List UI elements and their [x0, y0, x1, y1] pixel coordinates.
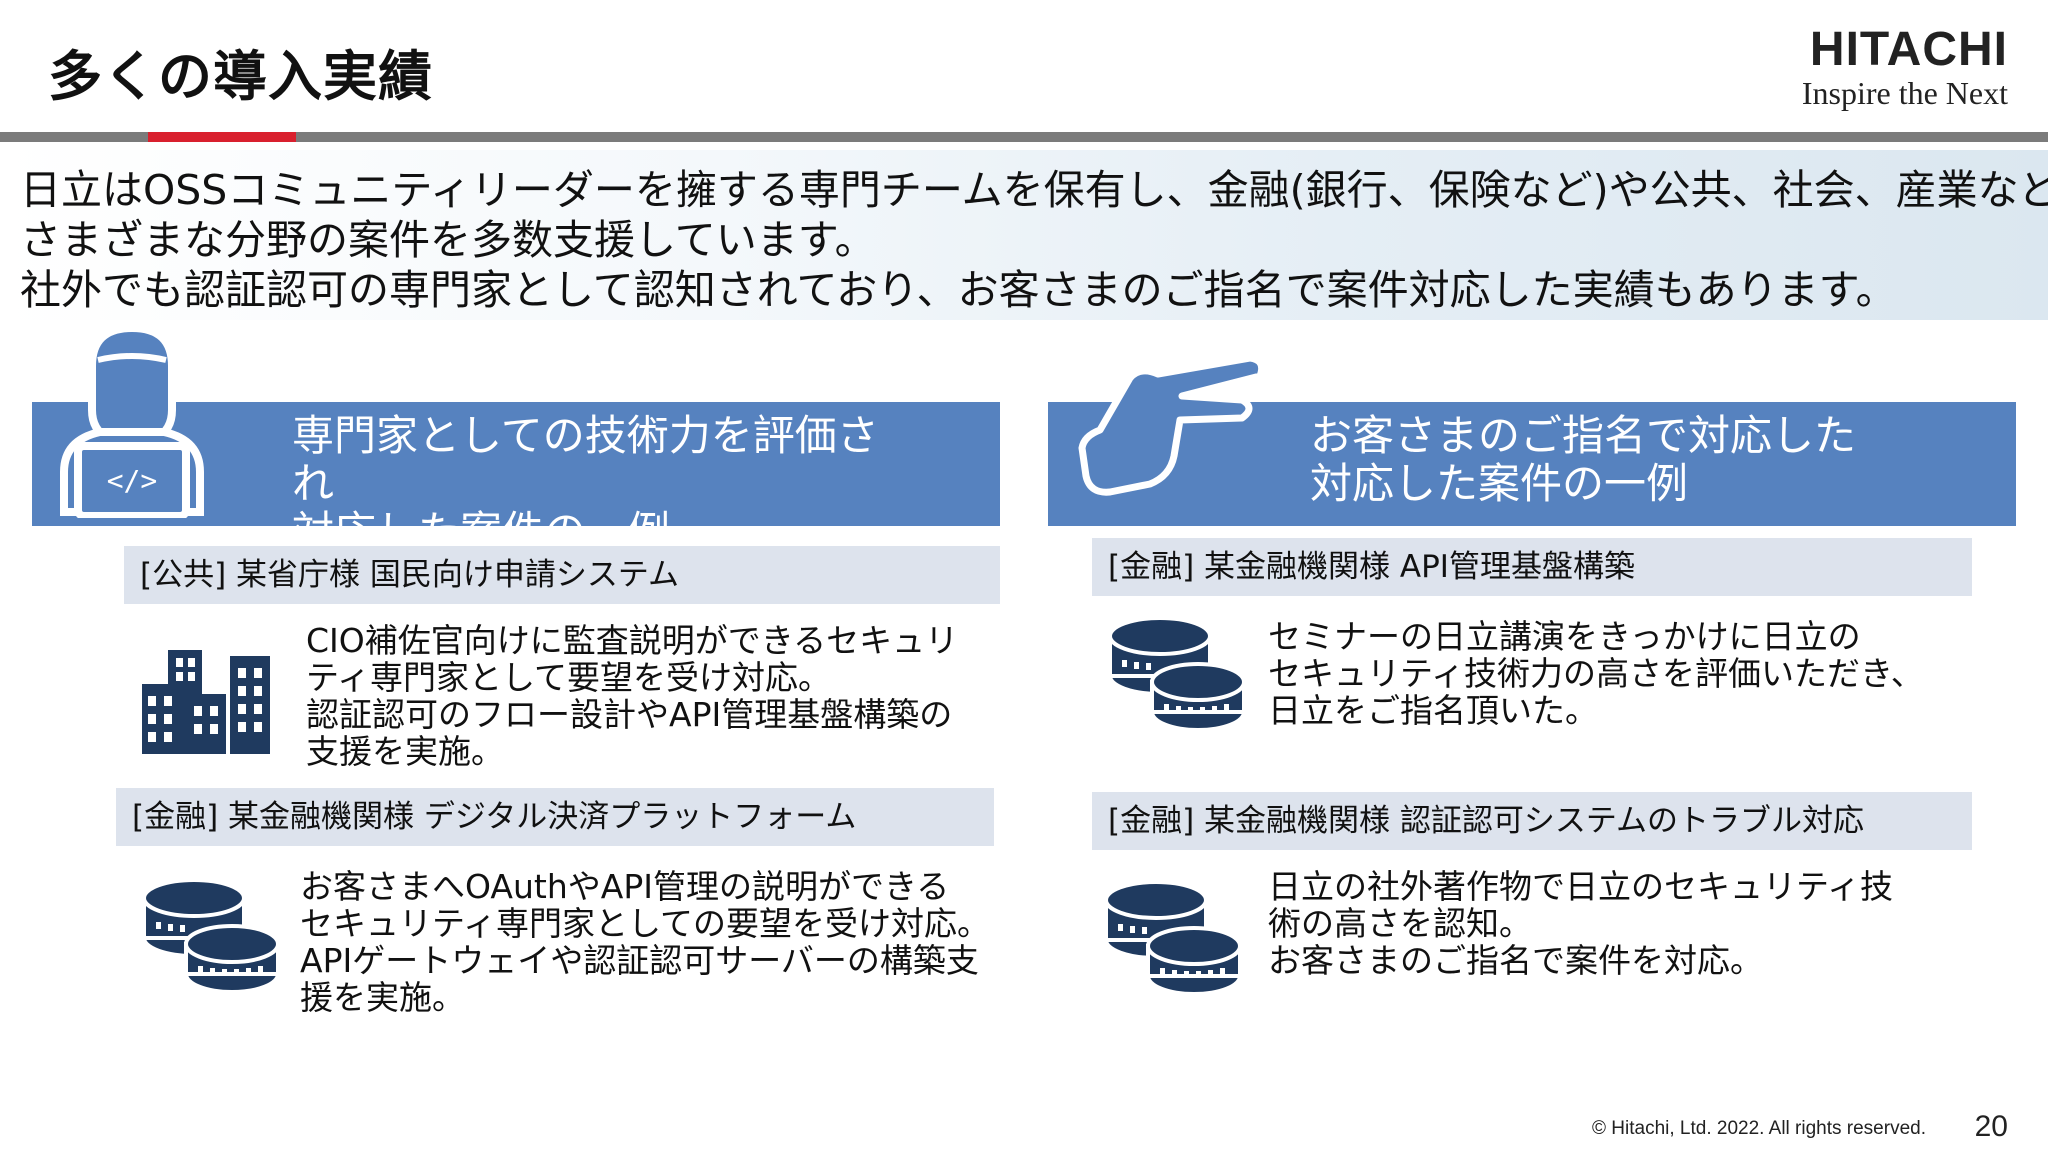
description-line: 術の高さを認知。 [1268, 904, 1532, 943]
intro-line: 日立はOSSコミュニティリーダーを擁する専門チームを保有し、金融(銀行、保険など… [20, 166, 2048, 214]
svg-text:</>: </> [107, 464, 158, 497]
pointing-hand-icon [1078, 356, 1266, 496]
case-title: [金融] 某金融機関様 API管理基盤構築 [1092, 538, 1972, 596]
header-divider [0, 132, 2048, 142]
description-line: 日立をご指名頂いた。 [1268, 691, 1598, 730]
description-line: ティ専門家として要望を受け対応。 [306, 658, 832, 697]
engineer-laptop-icon: </> [60, 323, 204, 518]
intro-band [0, 150, 2048, 320]
right-section-heading: お客さまのご指名で対応した 対応した案件の一例 [1310, 412, 1856, 508]
description-line: CIO補佐官向けに監査説明ができるセキュリ [306, 621, 959, 660]
header-divider-accent [148, 132, 296, 142]
description-line: セミナーの日立講演をきっかけに日立の [1268, 617, 1861, 656]
logo-brand: HITACHI [1809, 23, 2008, 76]
intro-line: さまざまな分野の案件を多数支援しています。 [20, 216, 876, 264]
right-section-header [1048, 402, 2016, 526]
coins-icon [1104, 880, 1242, 996]
case-description: CIO補佐官向けに監査説明ができるセキュリ ティ専門家として要望を受け対応。 認… [306, 622, 958, 770]
description-line: 援を実施。 [300, 978, 465, 1017]
case-title: [金融] 某金融機関様 認証認可システムのトラブル対応 [1092, 792, 1972, 850]
heading-line: 対応した案件の一例 [1310, 459, 1689, 508]
description-line: 日立の社外著作物で日立のセキュリティ技 [1268, 867, 1894, 906]
case-description: 日立の社外著作物で日立のセキュリティ技 術の高さを認知。 お客さまのご指名で案件… [1268, 868, 1893, 979]
description-line: APIゲートウェイや認証認可サーバーの構築支 [300, 941, 979, 980]
intro-line: 社外でも認証認可の専門家として認知されており、お客さまのご指名で案件対応した実績… [20, 266, 1897, 314]
case-description: セミナーの日立講演をきっかけに日立の セキュリティ技術力の高さを評価いただき、 … [1268, 618, 1924, 729]
hitachi-logo: HITACHI Inspire the Next [1802, 26, 2008, 112]
buildings-icon [142, 650, 270, 754]
description-line: 支援を実施。 [306, 732, 504, 771]
description-line: セキュリティ技術力の高さを評価いただき、 [1268, 654, 1924, 693]
case-title: [金融] 某金融機関様 デジタル決済プラットフォーム [116, 788, 994, 846]
case-title: [公共] 某省庁様 国民向け申請システム [124, 546, 1000, 604]
copyright-notice: © Hitachi, Ltd. 2022. All rights reserve… [1592, 1118, 1926, 1139]
description-line: お客さまへOAuthやAPI管理の説明ができる [300, 867, 950, 906]
heading-line: 専門家としての技術力を評価さ [292, 412, 879, 460]
page-number: 20 [1974, 1110, 2008, 1143]
page-title: 多くの導入実績 [48, 45, 433, 108]
description-line: お客さまのご指名で案件を対応。 [1268, 941, 1763, 980]
logo-tagline: Inspire the Next [1801, 75, 2008, 111]
description-line: 認証認可のフロー設計やAPI管理基盤構築の [306, 695, 953, 734]
left-section-heading: 専門家としての技術力を評価さ れ 対応した案件の一例 [292, 412, 992, 526]
description-line: セキュリティ専門家としての要望を受け対応。 [300, 904, 991, 943]
coins-icon [1108, 616, 1246, 732]
heading-line: お客さまのご指名で対応した [1310, 411, 1857, 460]
coins-icon [142, 878, 280, 994]
case-description: お客さまへOAuthやAPI管理の説明ができる セキュリティ専門家としての要望を… [300, 868, 990, 1016]
heading-line: 対応した案件の一例 [292, 508, 992, 527]
heading-line: れ [292, 459, 335, 508]
